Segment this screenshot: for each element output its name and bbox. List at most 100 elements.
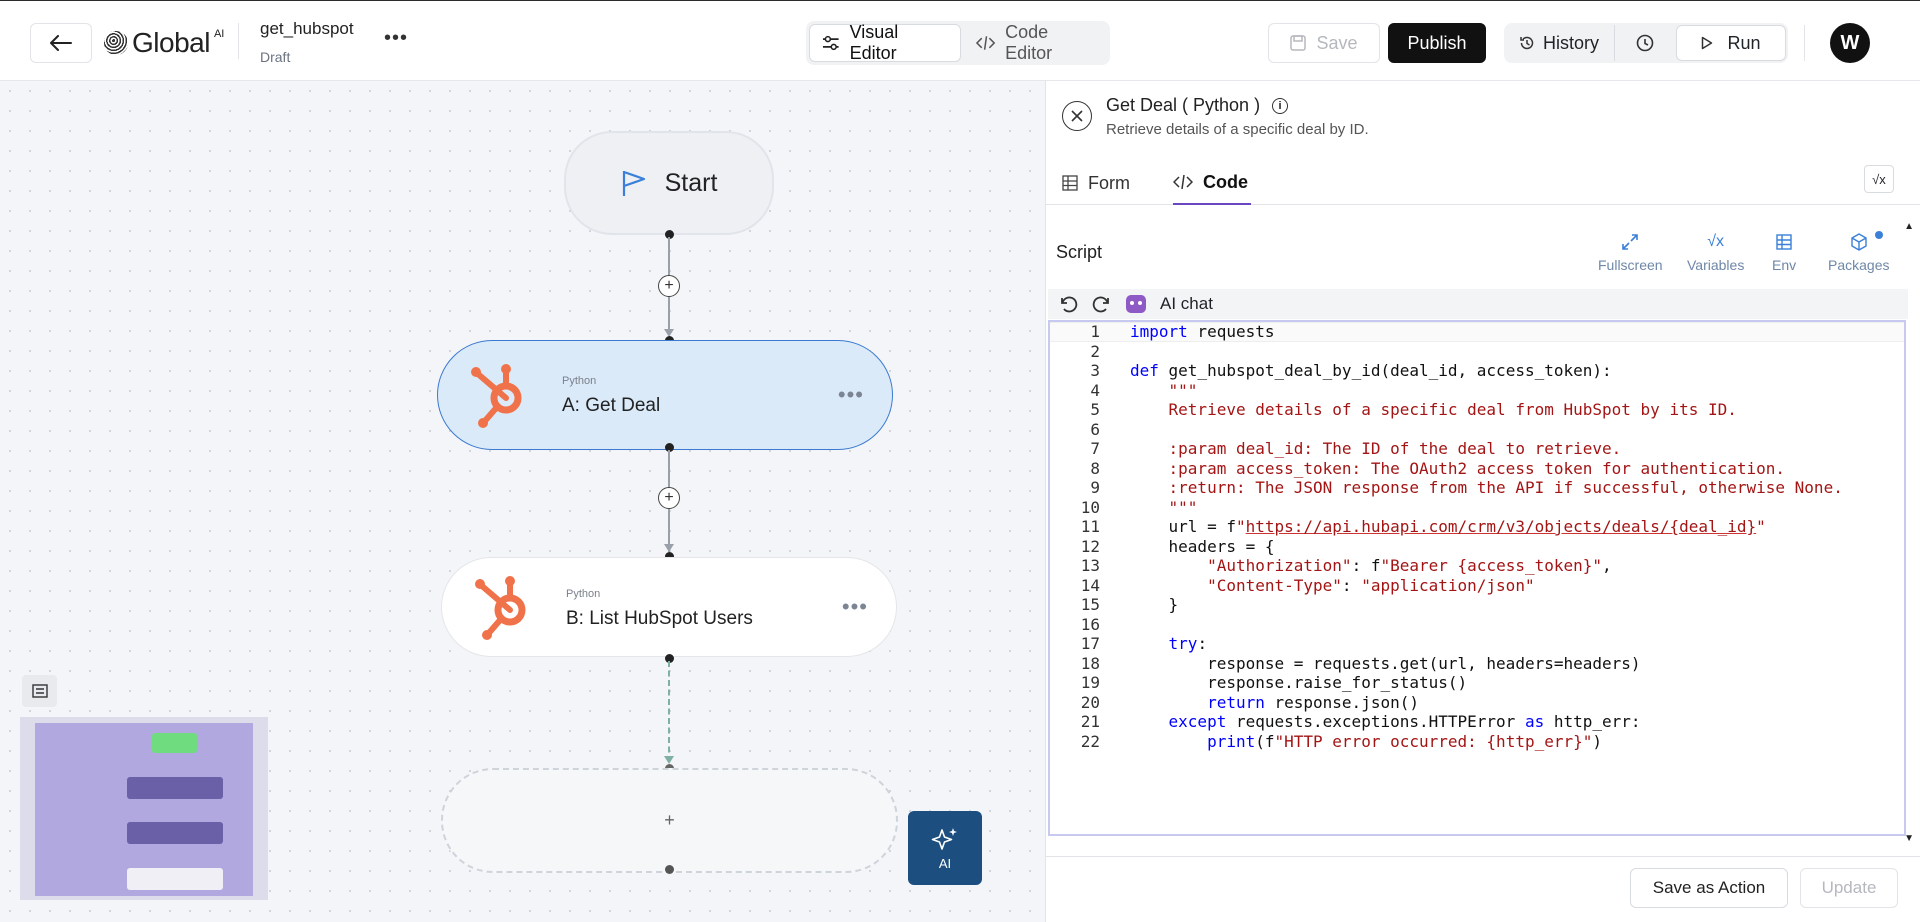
arrow-left-icon (50, 35, 72, 51)
start-node[interactable]: Start (564, 131, 774, 235)
code-line[interactable]: 18 response = requests.get(url, headers=… (1050, 654, 1904, 674)
variables-button[interactable]: √x Variables (1687, 233, 1744, 273)
connector-dot (665, 865, 674, 874)
minimap-start-node (152, 733, 197, 753)
code-line[interactable]: 22 print(f"HTTP error occurred: {http_er… (1050, 732, 1904, 752)
code-editor-tab[interactable]: Code Editor (964, 22, 1108, 63)
hubspot-icon (471, 364, 522, 428)
tab-form[interactable]: Form (1062, 161, 1130, 205)
minimap-icon (31, 684, 48, 698)
visual-editor-tab[interactable]: Visual Editor (809, 22, 961, 63)
back-button[interactable] (30, 23, 92, 63)
update-button[interactable]: Update (1800, 868, 1898, 908)
save-as-action-button[interactable]: Save as Action (1630, 868, 1788, 908)
code-line[interactable]: 16 (1050, 615, 1904, 635)
code-line[interactable]: 2 (1050, 342, 1904, 362)
code-line[interactable]: 13 "Authorization": f"Bearer {access_tok… (1050, 556, 1904, 576)
code-line[interactable]: 6 (1050, 420, 1904, 440)
node-type-label: Python (562, 375, 597, 387)
ai-chat-button[interactable]: AI chat (1160, 294, 1213, 313)
minimap-node (127, 777, 223, 799)
fullscreen-label: Fullscreen (1598, 257, 1663, 273)
packages-button[interactable]: Packages (1828, 231, 1889, 273)
redo-icon[interactable] (1092, 294, 1112, 314)
node-menu-button[interactable]: ••• (837, 382, 864, 407)
line-number: 2 (1090, 341, 1100, 361)
code-icon (1173, 174, 1193, 190)
panel-title-row: Get Deal ( Python ) i (1106, 95, 1289, 116)
table-icon (1776, 234, 1792, 250)
code-editor-label: Code Editor (1005, 22, 1053, 63)
empty-node-placeholder[interactable]: + (441, 768, 898, 873)
line-number: 1 (1090, 322, 1100, 341)
step-config-panel: Get Deal ( Python ) i Retrieve details o… (1045, 81, 1920, 922)
info-icon[interactable]: i (1272, 97, 1289, 114)
line-number: 15 (1080, 595, 1100, 614)
workflow-name[interactable]: get_hubspot (260, 19, 354, 38)
tab-code[interactable]: Code (1173, 161, 1251, 205)
code-text: url = f"https://api.hubapi.com/crm/v3/ob… (1130, 517, 1766, 536)
code-line[interactable]: 5 Retrieve details of a specific deal fr… (1050, 400, 1904, 420)
ai-chat-icon (1126, 295, 1146, 313)
step-node-b[interactable]: Python B: List HubSpot Users ••• (441, 557, 897, 657)
add-step-button[interactable]: + (658, 275, 680, 297)
close-panel-button[interactable] (1062, 101, 1092, 131)
fullscreen-button[interactable]: Fullscreen (1598, 233, 1663, 273)
line-number: 12 (1080, 536, 1100, 556)
code-line[interactable]: 10 """ (1050, 498, 1904, 518)
history-icon (1520, 36, 1534, 50)
run-button[interactable]: Run (1676, 25, 1786, 61)
code-line[interactable]: 8 :param access_token: The OAuth2 access… (1050, 459, 1904, 479)
save-button[interactable]: Save (1268, 23, 1380, 63)
add-step-button[interactable]: + (658, 487, 680, 509)
code-line[interactable]: 4 """ (1050, 381, 1904, 401)
code-text: """ (1130, 380, 1198, 400)
logo-mark-icon (104, 31, 128, 55)
line-number: 10 (1080, 497, 1100, 517)
script-label: Script (1056, 242, 1103, 262)
ai-assistant-button[interactable]: AI (908, 811, 982, 885)
workflow-canvas[interactable]: Start + Python A: Get Deal ••• + Python … (0, 81, 1045, 922)
panel-scroll-up-arrow[interactable]: ▲ (1904, 221, 1914, 232)
code-text: response.raise_for_status() (1130, 673, 1468, 692)
line-number: 20 (1080, 692, 1100, 712)
minimap-toggle-button[interactable] (22, 675, 57, 707)
code-icon (976, 36, 996, 50)
variables-toggle-button[interactable]: √x (1864, 165, 1894, 193)
panel-scroll-down-arrow[interactable]: ▼ (1904, 833, 1914, 844)
code-line[interactable]: 9 :return: The JSON response from the AP… (1050, 478, 1904, 498)
env-label: Env (1772, 257, 1797, 273)
visual-editor-label: Visual Editor (849, 22, 899, 63)
publish-button[interactable]: Publish (1388, 23, 1486, 63)
env-button[interactable]: Env (1772, 233, 1796, 273)
undo-icon[interactable] (1058, 294, 1078, 314)
logo: Global AI (104, 27, 224, 59)
node-menu-button[interactable]: ••• (841, 594, 868, 619)
code-line[interactable]: 19 response.raise_for_status() (1050, 673, 1904, 693)
more-options-button[interactable]: ••• (384, 27, 409, 49)
code-line[interactable]: 14 "Content-Type": "application/json" (1050, 576, 1904, 596)
step-node-a[interactable]: Python A: Get Deal ••• (437, 340, 893, 450)
code-line[interactable]: 12 headers = { (1050, 537, 1904, 557)
minimap[interactable] (20, 717, 268, 900)
schedule-button[interactable] (1614, 25, 1674, 61)
code-line[interactable]: 20 return response.json() (1050, 693, 1904, 713)
divider (1804, 25, 1805, 61)
history-button[interactable]: History (1506, 25, 1612, 61)
editor-switch: Visual Editor Code Editor (806, 21, 1110, 65)
code-line[interactable]: 17 try: (1050, 634, 1904, 654)
code-line[interactable]: 21 except requests.exceptions.HTTPError … (1050, 712, 1904, 732)
line-number: 9 (1090, 478, 1100, 497)
code-line[interactable]: 11 url = f"https://api.hubapi.com/crm/v3… (1050, 517, 1904, 537)
line-number: 11 (1080, 517, 1100, 536)
code-line[interactable]: 7 :param deal_id: The ID of the deal to … (1050, 439, 1904, 459)
user-avatar[interactable]: W (1830, 23, 1870, 63)
code-line[interactable]: 15 } (1050, 595, 1904, 615)
panel-title: Get Deal ( Python ) (1106, 95, 1261, 115)
code-text: return response.json() (1207, 692, 1419, 712)
minimap-viewport (35, 723, 253, 896)
node-type-label: Python (566, 588, 601, 600)
